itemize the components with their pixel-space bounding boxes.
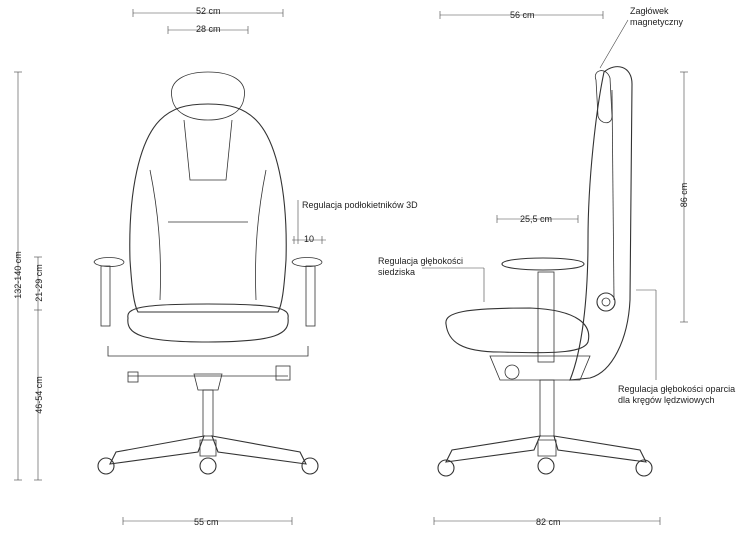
armrest-height-label: 21-29 cm (34, 264, 44, 302)
front-dimension-lines (14, 9, 326, 525)
headrest-magnet-label: Zagłówek magnetyczny (630, 6, 684, 27)
front-chair-outline (93, 71, 323, 475)
seat-depth-label: Regulacja głębokości siedziska (378, 256, 464, 277)
backrest-height-label: 86 cm (679, 182, 689, 208)
armrest-offset-label: 10 (304, 234, 315, 244)
front-width-label: 52 cm (196, 6, 221, 16)
base-depth-label: 82 cm (536, 517, 561, 527)
armrest-adjust-label: Regulacja podłokietników 3D (302, 200, 418, 210)
base-width-label: 55 cm (194, 517, 219, 527)
side-depth-label: 56 cm (510, 10, 535, 20)
total-height-label: 132-140 cm (13, 251, 23, 299)
seat-height-label: 46-54 cm (34, 376, 44, 414)
side-dimension-lines (422, 11, 688, 525)
lumbar-adjust-label: Regulacja głębokości oparcia dla kręgów … (618, 384, 736, 405)
headrest-width-label: 28 cm (196, 24, 221, 34)
side-chair-outline (437, 66, 653, 477)
armrest-depth-label: 25,5 cm (520, 214, 553, 224)
